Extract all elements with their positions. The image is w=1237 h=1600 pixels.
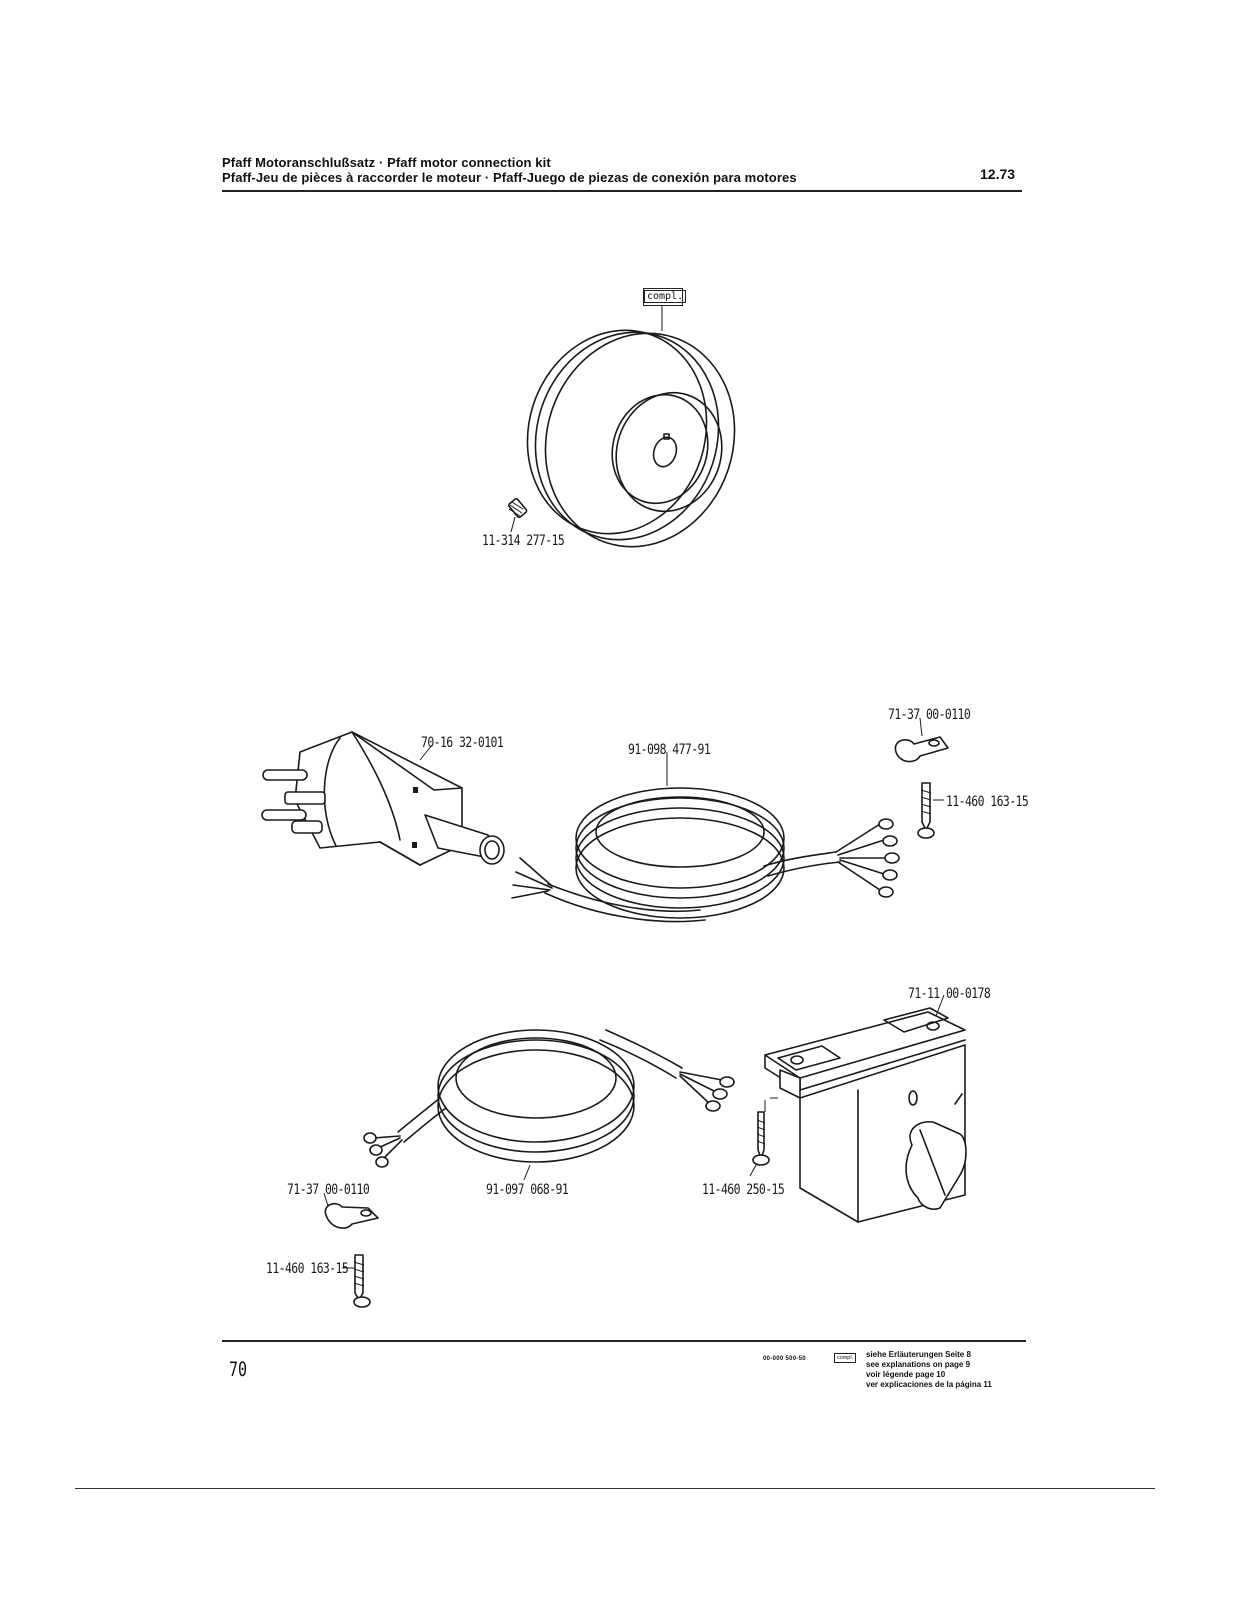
- part-label-cable-long: 91-098 477-91: [628, 740, 711, 758]
- reference-compl-box: compl.: [834, 1353, 856, 1363]
- edition-code: 12.73: [980, 166, 1016, 182]
- note-english: see explanations on page 9: [866, 1360, 971, 1369]
- screw-top-drawing: [917, 782, 944, 839]
- note-german: siehe Erläuterungen Seite 8: [866, 1350, 971, 1359]
- note-spanish: ver explicaciones de la página 11: [866, 1380, 992, 1389]
- part-label-cable-short: 91-097 068-91: [486, 1180, 569, 1198]
- page-number: 70: [229, 1358, 248, 1382]
- clamp-top-drawing: [894, 717, 949, 763]
- explanation-notes: siehe Erläuterungen Seite 8 see explanat…: [866, 1350, 992, 1390]
- cable-short-drawing: [363, 1029, 735, 1181]
- header-title-line2: Pfaff-Jeu de pièces à raccorder le moteu…: [222, 170, 797, 185]
- footer-rule-top: [222, 1340, 1026, 1342]
- header-title-line1: Pfaff Motoranschlußsatz · Pfaff motor co…: [222, 155, 551, 170]
- scan-edge-rule: [75, 1488, 1155, 1489]
- screw-switch-drawing: [749, 1111, 770, 1177]
- cable-long-drawing: [511, 752, 900, 923]
- reference-code: 00-000 500-50: [763, 1356, 806, 1362]
- part-label-screw-bottom: 11-460 163-15: [266, 1259, 349, 1277]
- note-french: voir légende page 10: [866, 1370, 946, 1379]
- part-label-screw-switch: 11-460 250-15: [702, 1180, 785, 1198]
- screw-bottom-drawing: [342, 1254, 371, 1308]
- clamp-bottom-drawing: [323, 1192, 379, 1229]
- switch-drawing: [764, 994, 967, 1223]
- part-label-switch: 71-11 00-0178: [908, 984, 991, 1002]
- set-screw-drawing: [508, 498, 528, 533]
- compl-marker: compl.: [643, 288, 687, 306]
- compl-marker-label: compl.: [644, 290, 687, 303]
- part-label-clamp-bottom: 71-37 00-0110: [287, 1180, 370, 1198]
- part-label-clamp-top: 71-37 00-0110: [888, 705, 971, 723]
- header-rule: [222, 190, 1022, 192]
- part-label-plug: 70-16 32-0101: [421, 733, 504, 751]
- part-label-set-screw: 11-314 277-15: [482, 531, 565, 549]
- pulley-drawing: [526, 306, 736, 548]
- part-label-screw-top: 11-460 163-15: [946, 792, 1029, 810]
- plug-drawing: [261, 731, 505, 866]
